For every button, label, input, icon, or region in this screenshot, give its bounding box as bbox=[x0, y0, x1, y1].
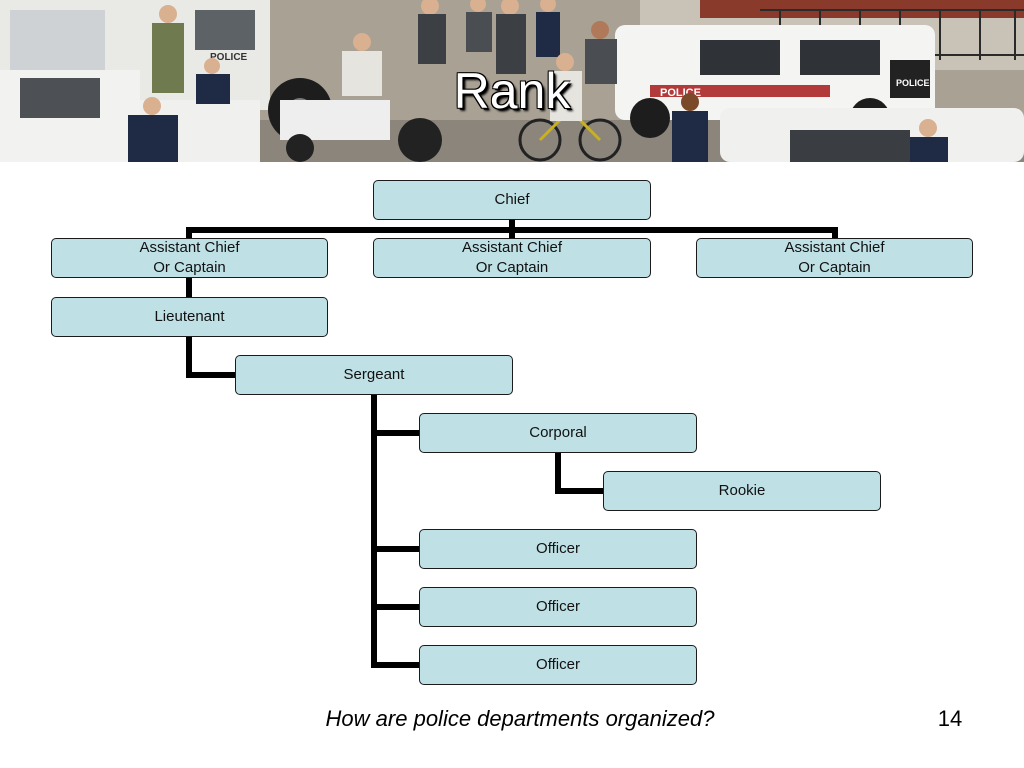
node-chief-label: Chief bbox=[494, 191, 530, 208]
suv-rear-text: POLICE bbox=[896, 78, 930, 88]
node-corporal: Corporal bbox=[419, 413, 697, 453]
connector-sergeant bbox=[186, 336, 236, 378]
node-assistant-chief-2: Assistant Chief Or Captain bbox=[373, 238, 651, 278]
node-lieutenant-label: Lieutenant bbox=[154, 308, 225, 325]
page-number: 14 bbox=[937, 706, 963, 731]
node-officer-2: Officer bbox=[419, 587, 697, 627]
banner-photo: POLICE POLICE POLICE bbox=[0, 0, 1024, 162]
node-chief: Chief bbox=[373, 180, 651, 220]
node-officer-3: Officer bbox=[419, 645, 697, 685]
node-sergeant: Sergeant bbox=[235, 355, 513, 395]
node-assistant-chief-1: Assistant Chief Or Captain bbox=[51, 238, 328, 278]
node-officer-1-label: Officer bbox=[536, 540, 580, 557]
node-officer-3-label: Officer bbox=[536, 656, 580, 673]
node-officer-2-label: Officer bbox=[536, 598, 580, 615]
node-sergeant-label: Sergeant bbox=[343, 366, 405, 383]
node-assistant-chief-3-line1: Assistant Chief bbox=[784, 239, 885, 256]
node-officer-1: Officer bbox=[419, 529, 697, 569]
footer-question: How are police departments organized? bbox=[325, 706, 715, 731]
officers-group bbox=[128, 0, 948, 162]
banner-scene: POLICE POLICE POLICE bbox=[0, 0, 1024, 162]
node-rookie-label: Rookie bbox=[718, 482, 766, 499]
node-assistant-chief-3: Assistant Chief Or Captain bbox=[696, 238, 973, 278]
node-lieutenant: Lieutenant bbox=[51, 297, 328, 337]
node-assistant-chief-1-line2: Or Captain bbox=[153, 259, 226, 276]
truck-door-text: POLICE bbox=[210, 52, 248, 63]
slide-title: Rank bbox=[453, 63, 571, 119]
node-assistant-chief-1-line1: Assistant Chief bbox=[139, 239, 240, 256]
connector-rookie bbox=[555, 452, 604, 494]
node-corporal-label: Corporal bbox=[529, 424, 587, 441]
node-assistant-chief-2-line1: Assistant Chief bbox=[461, 239, 563, 256]
node-assistant-chief-2-line2: Or Captain bbox=[475, 259, 549, 276]
node-rookie: Rookie bbox=[603, 471, 881, 511]
node-assistant-chief-3-line2: Or Captain bbox=[798, 259, 871, 276]
